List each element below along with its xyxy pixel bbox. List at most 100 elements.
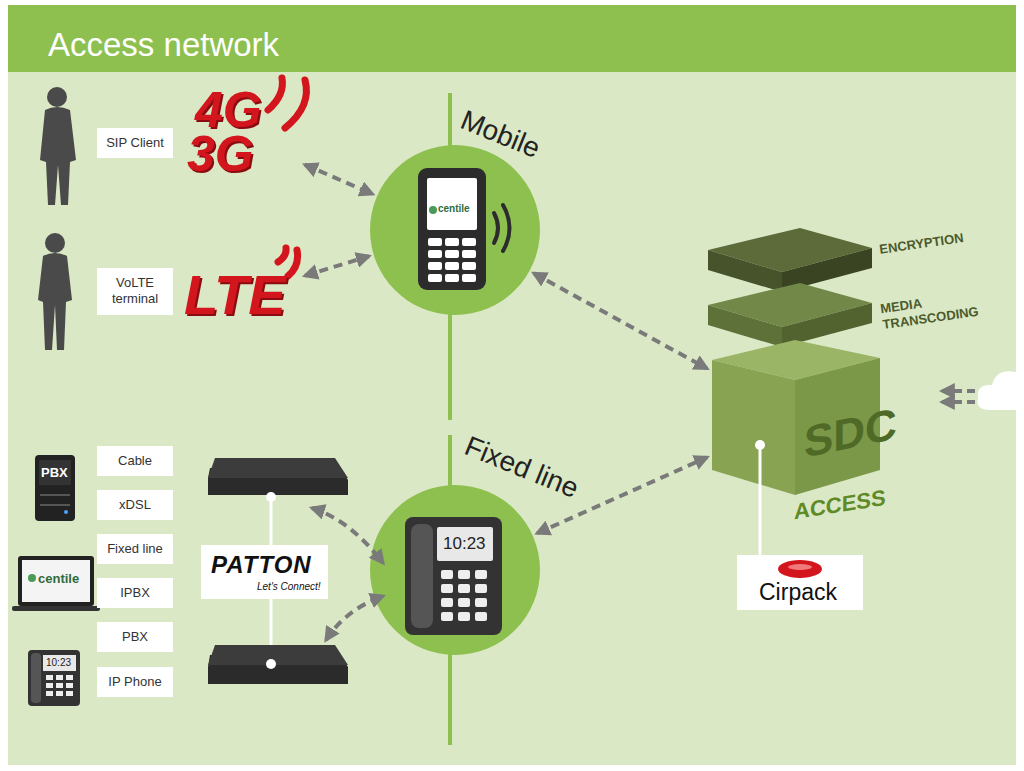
label-box: Cable — [97, 446, 173, 476]
illustration-part — [46, 675, 73, 696]
box-label: Fixed line — [101, 541, 169, 557]
background-panel-part — [8, 5, 1016, 72]
illustration-part-part — [458, 612, 470, 621]
pbx-server-icon-part — [40, 504, 70, 506]
screen-clock: 10:23 — [443, 534, 486, 554]
illustration-part-part — [458, 570, 470, 579]
illustration-part-part — [56, 683, 63, 688]
mobile-phone-icon-part — [427, 178, 477, 230]
illustration-part-part — [428, 274, 442, 282]
logo-box: Cirpack — [737, 555, 863, 610]
illustration-part-part — [462, 262, 476, 270]
wireless-waves-part — [288, 250, 298, 276]
illustration-part-part — [441, 584, 453, 593]
illustration-part-part — [56, 691, 63, 696]
box-label: IP Phone — [101, 674, 169, 690]
network-badge: 4G3G — [185, 75, 300, 200]
connector-line — [759, 445, 762, 555]
section-circle: Mobile — [370, 145, 540, 315]
sdc-box: SDCACCESS — [712, 340, 880, 495]
node-text: 3G — [187, 125, 254, 183]
screen-logo-text: centile — [38, 571, 79, 586]
person-silhouettes-part — [40, 107, 76, 205]
section-circles — [370, 145, 540, 655]
ip-phone-icon — [28, 650, 80, 706]
illustration-part-part — [494, 213, 498, 243]
illustration-part-part — [458, 598, 470, 607]
cirpack-logo-box-part — [778, 560, 822, 578]
illustration-part-part — [46, 675, 53, 680]
sdc-layer: ENCRYPTION — [705, 228, 875, 292]
connector — [534, 273, 707, 368]
desk-phone-icon-part — [437, 527, 493, 561]
connector-line — [305, 165, 372, 194]
person-silhouettes-part — [45, 233, 65, 253]
illustration-part-part — [441, 612, 453, 621]
illustration-part-part — [428, 238, 442, 246]
section-circles-part — [370, 485, 540, 655]
box-label: IPBX — [101, 585, 169, 601]
laptop-icon-part — [22, 560, 90, 602]
cloud-arrows-part — [942, 400, 975, 404]
label-box: VoLTE terminal — [97, 268, 173, 315]
node-text: LTE — [184, 262, 286, 327]
patton-gateways-part — [208, 645, 348, 665]
illustration-part-part — [475, 584, 487, 593]
patton-gateways-part — [266, 659, 276, 669]
cirpack-logo-box-part — [737, 555, 863, 610]
cloud-arrows — [942, 391, 975, 402]
laptop-icon — [12, 556, 100, 611]
screen-clock: 10:23 — [46, 657, 71, 668]
pbx-server-icon-part — [35, 455, 75, 521]
mobile-phone-icon-part — [429, 206, 437, 214]
background-panel-part — [8, 5, 1016, 765]
cloud-arrows-part — [942, 389, 975, 393]
illustration-part-part — [503, 205, 510, 251]
illustration-part-part — [441, 598, 453, 607]
cloud — [978, 371, 1017, 410]
connector — [305, 256, 369, 275]
label-box: Fixed line — [97, 534, 173, 564]
mobile-phone-icon-part — [418, 168, 486, 290]
person-silhouettes — [38, 87, 76, 350]
illustration-part-part — [441, 570, 453, 579]
section-circle: Fixed line — [370, 485, 540, 655]
desk-phone-icon-part — [411, 524, 433, 628]
wireless-waves-part — [278, 248, 286, 262]
illustration-part-part — [46, 683, 53, 688]
label-box: PBX — [97, 622, 173, 652]
pbx-server-icon-part — [39, 460, 71, 485]
pbx-server-icon — [35, 455, 75, 521]
illustration-part-part — [462, 274, 476, 282]
cloud-part — [978, 371, 1017, 410]
desk-phone-icon — [405, 517, 502, 635]
pbx-server-icon-part — [40, 494, 70, 496]
cirpack-logo-box — [737, 555, 863, 610]
illustration-part-part — [475, 598, 487, 607]
screen-logo-text: centile — [438, 203, 470, 214]
box-label: PBX — [101, 629, 169, 645]
illustration-part-part — [462, 250, 476, 258]
box-label: SIP Client — [101, 135, 169, 151]
patton-gateways — [201, 458, 348, 684]
illustration-part-part — [428, 262, 442, 270]
sdc-stack-part — [708, 305, 782, 347]
pbx-server-icon-part — [64, 510, 68, 514]
gateway-arrows-part — [326, 596, 383, 640]
laptop-icon-part — [18, 556, 94, 606]
wireless-waves-part — [268, 78, 282, 110]
connector — [755, 440, 765, 555]
ip-phone-icon-part — [28, 650, 80, 706]
box-label: xDSL — [101, 497, 169, 513]
patton-gateways-part — [266, 492, 276, 502]
sdc-stack-part — [712, 360, 795, 495]
logo-box: PATTONLet's Connect! — [201, 545, 328, 599]
wireless-waves-part — [285, 80, 306, 128]
mobile-phone-icon — [418, 168, 510, 290]
illustration-part — [441, 570, 487, 621]
laptop-icon-part — [12, 606, 100, 611]
illustration-part — [494, 205, 510, 251]
